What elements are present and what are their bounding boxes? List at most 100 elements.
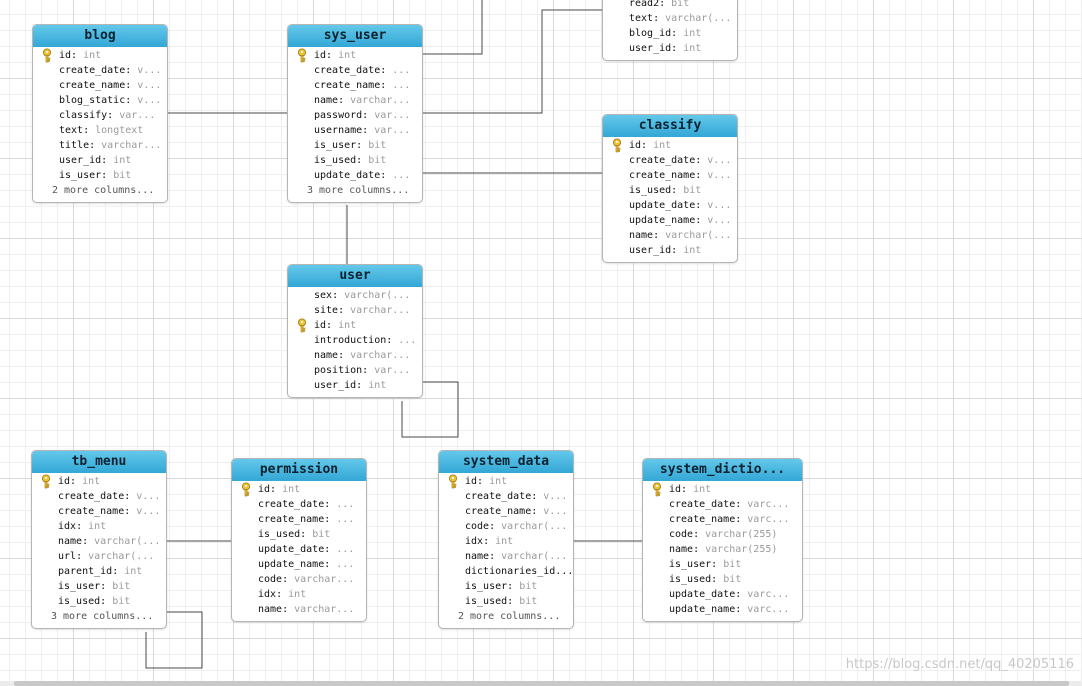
column-row[interactable]: create_name: varc... — [669, 514, 790, 525]
column-row[interactable]: update_date: v... — [629, 200, 732, 211]
column-row[interactable]: is_user: bit — [58, 581, 131, 592]
column-row[interactable]: position: var... — [314, 365, 411, 376]
column-row[interactable]: code: varchar(255) — [669, 529, 778, 540]
column-row[interactable]: is_used: bit — [669, 574, 742, 585]
table-title[interactable]: permission — [232, 459, 366, 481]
column-row[interactable]: text: longtext — [59, 125, 144, 136]
column-row[interactable]: create_date: v... — [58, 491, 161, 502]
column-row[interactable]: update_date: ... — [314, 170, 411, 181]
column-row[interactable]: update_name: v... — [629, 215, 732, 226]
column-row[interactable]: user_id: int — [629, 245, 702, 256]
table-system-dictio[interactable]: system_dictio...id: int create_date: varc… — [642, 458, 803, 622]
column-row[interactable]: name: varchar(255) — [669, 544, 778, 555]
column-row[interactable]: id: int — [232, 482, 366, 497]
column-row[interactable]: id: int — [32, 474, 166, 489]
column-row[interactable]: update_date: varc... — [669, 589, 790, 600]
more-columns-link[interactable]: 2 more columns... — [458, 611, 561, 622]
column-row[interactable]: create_name: ... — [314, 80, 411, 91]
column-row[interactable]: url: varchar(... — [58, 551, 155, 562]
table-title[interactable]: blog — [33, 25, 167, 47]
column-row[interactable]: id: int — [33, 48, 167, 63]
column-row[interactable]: name: varchar(... — [58, 536, 161, 547]
column-type: varchar(... — [665, 13, 732, 24]
table-user[interactable]: user sex: varchar(... site: varchar... id: … — [287, 264, 423, 398]
table-title[interactable]: tb_menu — [32, 451, 166, 473]
column-row[interactable]: dictionaries_id... — [439, 564, 573, 579]
horizontal-scrollbar[interactable] — [0, 681, 1082, 686]
column-row[interactable]: name: varchar... — [258, 604, 355, 615]
scrollbar-thumb[interactable] — [14, 681, 1069, 686]
column-row[interactable]: id: int — [288, 318, 422, 333]
more-columns-link[interactable]: 3 more columns... — [307, 185, 410, 196]
column-row[interactable]: create_date: ... — [314, 65, 411, 76]
column-row[interactable]: update_name: varc... — [669, 604, 790, 615]
column-row[interactable]: create_name: v... — [465, 506, 568, 517]
column-row[interactable]: username: var... — [314, 125, 411, 136]
table-title[interactable]: classify — [603, 115, 737, 137]
column-row[interactable]: blog_static: v... — [59, 95, 162, 106]
column-row[interactable]: text: varchar(... — [629, 13, 732, 24]
column-row[interactable]: create_date: v... — [465, 491, 568, 502]
column-row[interactable]: id: int — [603, 138, 737, 153]
column-row[interactable]: is_used: bit — [629, 185, 702, 196]
column-row[interactable]: is_user: bit — [669, 559, 742, 570]
column-row[interactable]: create_name: ... — [258, 514, 355, 525]
column-type: varchar(... — [344, 290, 411, 301]
column-row[interactable]: code: varchar(... — [465, 521, 568, 532]
column-row[interactable]: create_name: v... — [59, 80, 162, 91]
column-row[interactable]: parent_id: int — [58, 566, 143, 577]
column-row[interactable]: id: int — [439, 474, 573, 489]
column-row[interactable]: classify: var... — [59, 110, 156, 121]
column-row[interactable]: code: varchar... — [258, 574, 355, 585]
column-row[interactable]: idx: int — [58, 521, 107, 532]
column-row[interactable]: password: var... — [314, 110, 411, 121]
column-row[interactable]: id: int — [643, 482, 802, 497]
column-row[interactable]: create_date: ... — [258, 499, 355, 510]
column-row[interactable]: site: varchar... — [314, 305, 411, 316]
column-row[interactable]: is_user: bit — [59, 170, 132, 181]
column-row[interactable]: is_used: bit — [258, 529, 331, 540]
column-row[interactable]: is_used: bit — [465, 596, 538, 607]
column-row[interactable]: is_used: bit — [314, 155, 387, 166]
column-row[interactable]: create_name: v... — [58, 506, 161, 517]
column-row[interactable]: create_date: v... — [59, 65, 162, 76]
column-row[interactable]: title: varchar... — [59, 140, 162, 151]
column-row[interactable]: update_date: ... — [258, 544, 355, 555]
column-row[interactable]: is_used: bit — [58, 596, 131, 607]
column-type: v... — [136, 506, 161, 517]
column-row[interactable]: read2: bit — [629, 0, 690, 9]
column-row[interactable]: name: varchar(... — [465, 551, 568, 562]
column-row[interactable]: name: varchar... — [314, 350, 411, 361]
column-row[interactable]: introduction: ... — [314, 335, 417, 346]
table-title[interactable]: sys_user — [288, 25, 422, 47]
column-row[interactable]: name: varchar(... — [629, 230, 732, 241]
more-columns-link[interactable]: 3 more columns... — [51, 611, 154, 622]
column-row[interactable]: name: varchar... — [314, 95, 411, 106]
column-row[interactable]: user_id: int — [59, 155, 132, 166]
column-row[interactable]: idx: int — [465, 536, 514, 547]
more-columns-link[interactable]: 2 more columns... — [52, 185, 155, 196]
column-row[interactable]: is_user: bit — [314, 140, 387, 151]
column-row[interactable]: create_name: v... — [629, 170, 732, 181]
column-row[interactable]: update_name: ... — [258, 559, 355, 570]
column-row[interactable]: create_date: v... — [629, 155, 732, 166]
column-row[interactable]: user_id: int — [314, 380, 387, 391]
column-row[interactable]: id: int — [288, 48, 422, 63]
column-name: update_date — [258, 544, 325, 555]
column-row[interactable]: blog_id: int — [629, 28, 702, 39]
column-row[interactable]: is_user: bit — [465, 581, 538, 592]
column-row[interactable]: idx: int — [258, 589, 307, 600]
column-row[interactable]: sex: varchar(... — [314, 290, 411, 301]
column-row[interactable]: create_date: varc... — [669, 499, 790, 510]
table-top-right-partial[interactable]: read2: bit text: varchar(... blog_id: int u… — [602, 0, 738, 61]
table-title[interactable]: system_data — [439, 451, 573, 473]
table-title[interactable]: user — [288, 265, 422, 287]
table-title[interactable]: system_dictio... — [643, 459, 802, 481]
column-row[interactable]: user_id: int — [629, 43, 702, 54]
